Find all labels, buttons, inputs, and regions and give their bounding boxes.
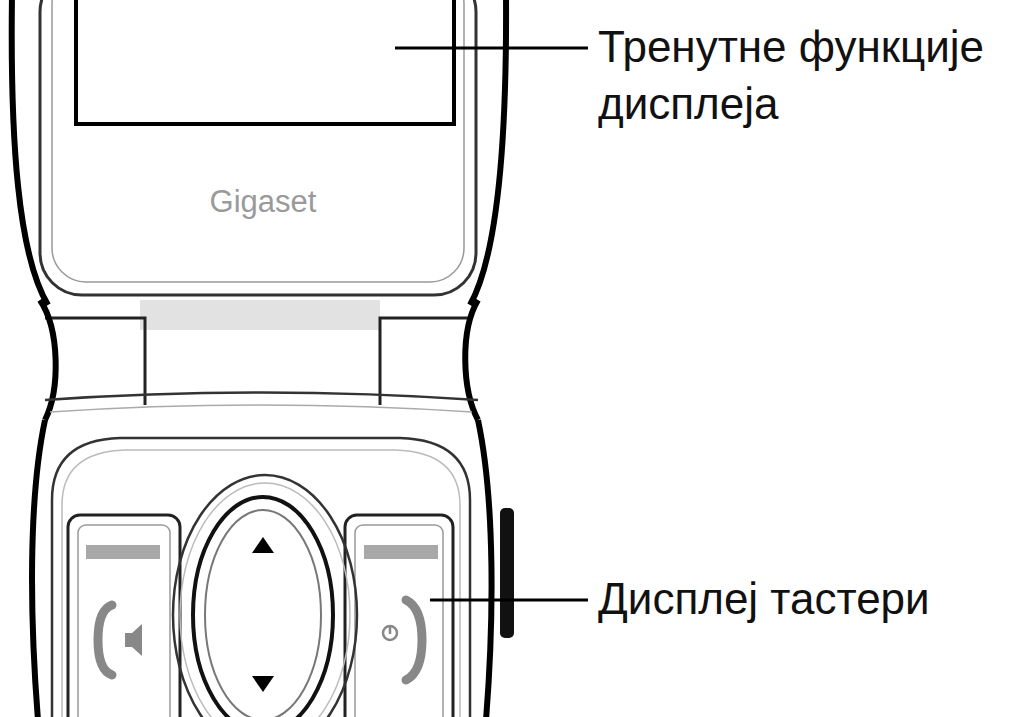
housing-edge <box>465 300 478 420</box>
callout-label: Дисплеј тастери <box>598 570 1006 627</box>
speaker-icon <box>125 624 142 656</box>
end-icon <box>406 600 422 680</box>
display-key <box>78 525 170 717</box>
lid-inner <box>52 0 464 282</box>
display-key <box>68 515 180 717</box>
up-arrow <box>252 537 274 553</box>
display-key <box>345 515 453 717</box>
hinge-edge <box>45 393 478 401</box>
display <box>76 0 454 124</box>
hinge-edge <box>50 405 472 412</box>
nav-key <box>193 497 333 717</box>
power-icon <box>383 626 397 640</box>
power-icon <box>389 626 392 634</box>
callout-label: Тренутне функције дисплеја <box>598 18 1006 132</box>
housing-edge <box>478 420 492 717</box>
lid <box>40 0 476 295</box>
housing-edge <box>40 300 56 420</box>
talk-icon <box>98 605 112 675</box>
brand-logo: Gigaset <box>163 185 363 219</box>
housing-edge <box>32 420 45 717</box>
nav-surround <box>180 483 350 717</box>
nav-surround <box>173 475 357 717</box>
key-bar <box>364 545 438 559</box>
side-button <box>500 508 514 638</box>
display-key <box>355 525 443 717</box>
key-bar <box>86 545 160 559</box>
hinge-block <box>45 318 145 405</box>
down-arrow <box>252 676 274 692</box>
hinge-block <box>380 318 470 405</box>
hinge-shade <box>140 300 380 330</box>
leader-line <box>430 599 588 602</box>
leader-line <box>395 47 588 50</box>
nav-key <box>205 510 321 717</box>
